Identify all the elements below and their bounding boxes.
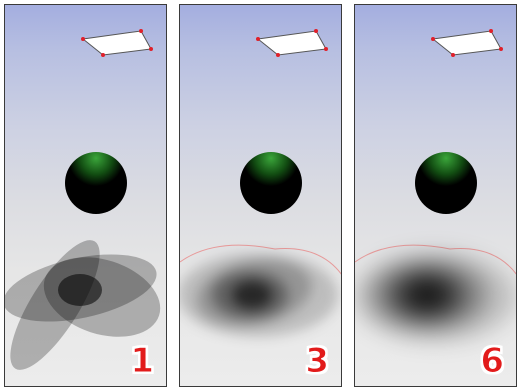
area-light <box>431 30 502 56</box>
light-vertex <box>499 47 503 51</box>
light-vertex <box>451 53 455 57</box>
area-light <box>256 30 327 56</box>
scene-1 <box>5 29 161 370</box>
render-panel-1: 1 <box>4 4 167 387</box>
render-panel-6: 6 <box>354 4 517 387</box>
shadow-soft <box>180 253 338 337</box>
panel-label: 6 <box>480 341 505 381</box>
render-panel-3: 3 <box>179 4 342 387</box>
panel-label: 3 <box>305 341 330 381</box>
light-vertex <box>314 29 318 33</box>
light-vertex <box>256 37 260 41</box>
light-vertex <box>324 47 328 51</box>
shadow-soft <box>355 251 516 343</box>
light-vertex <box>81 37 85 41</box>
horizon-line <box>180 244 341 275</box>
light-vertex <box>101 53 105 57</box>
horizon-line <box>355 244 516 275</box>
panel-label: 1 <box>130 341 155 381</box>
sphere <box>415 152 477 214</box>
scene-6 <box>355 29 516 343</box>
light-vertex <box>149 47 153 51</box>
area-light <box>81 30 152 56</box>
sphere <box>65 152 127 214</box>
light-vertex <box>276 53 280 57</box>
shadow-hard <box>5 240 161 370</box>
light-vertex <box>489 29 493 33</box>
sphere <box>240 152 302 214</box>
scene-3 <box>180 29 341 337</box>
light-vertex <box>431 37 435 41</box>
light-vertex <box>139 29 143 33</box>
